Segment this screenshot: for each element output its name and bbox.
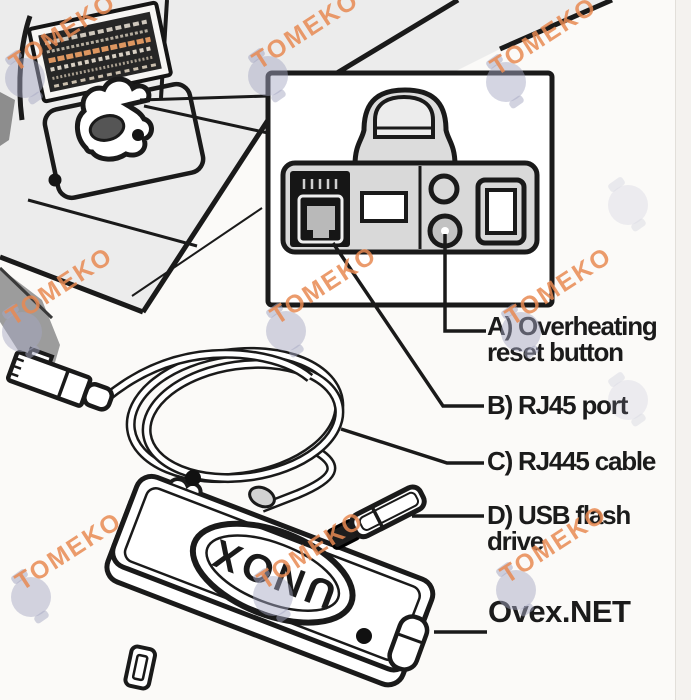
rj45-cable-coil [102,346,345,513]
label-device-name: Ovex.NET [488,594,631,629]
keyhole-oval [88,114,126,142]
cable-boot [248,485,276,509]
device-screw-dot [185,470,201,486]
screw-dot [132,129,144,141]
table-far-edge-line [498,0,614,52]
device-screw-dot [356,628,372,644]
unox-logo-inner-oval [205,534,341,612]
power-switch-rocker [485,188,517,235]
indicator-hole [428,173,460,205]
leader-line-a [443,234,486,333]
appliance-surface-band [337,0,612,73]
usb-body [349,484,427,540]
mount-tab-hole [373,94,435,139]
page-edge-strip [675,0,691,700]
label-a: A) Overheating reset button [487,311,658,367]
vent-slot [360,191,408,223]
edge-inner-line [131,207,263,297]
rj45-jack-body [307,206,335,230]
sticker-text-row [44,19,148,46]
callout-pointer-line [139,94,269,102]
leader-line-c [340,427,484,465]
corner-wedge [0,268,60,366]
label-sticker [27,0,173,104]
unox-logo-oval [189,520,356,626]
label-a-line1: A) Overheating [487,311,658,341]
rj45-pins [302,179,338,189]
device-mount-tab [123,644,157,691]
label-d-line2: drive [487,526,544,556]
callout-pointer-line [143,104,269,135]
callout-box [265,70,555,308]
face-left-shade [0,92,15,146]
recessed-panel [42,76,206,201]
rj45-connector [5,346,115,412]
label-d-line1: D) USB flash [487,500,631,530]
leader-line-b [331,242,484,408]
usb-flash-drive [326,484,427,550]
sticker-text-row [50,46,153,72]
reset-button-pin [441,227,449,235]
label-c: C) RJ445 cable [487,446,656,476]
device-corner-clip [387,614,430,672]
corner-wedge-edge [0,266,54,320]
label-b: B) RJ45 port [487,390,628,420]
table-left-edge-line [0,254,144,315]
ovex-net-device: UNOX [104,470,436,691]
sticker-text-row [48,36,151,64]
rj45-jack-clip [313,228,329,238]
usb-cap-line [370,505,385,529]
rj45-jack-outline [297,194,344,244]
rj45-port [290,171,350,247]
usb-body-inner-line [358,491,420,531]
device-edge-notch [168,477,203,495]
label-a-line2: reset button [487,337,624,367]
screw-dot [48,173,62,187]
label-d: D) USB flash drive [487,500,631,556]
sticker-text-row [46,28,149,54]
face-bottom-edge [27,198,198,248]
face-left-edge [17,15,33,121]
